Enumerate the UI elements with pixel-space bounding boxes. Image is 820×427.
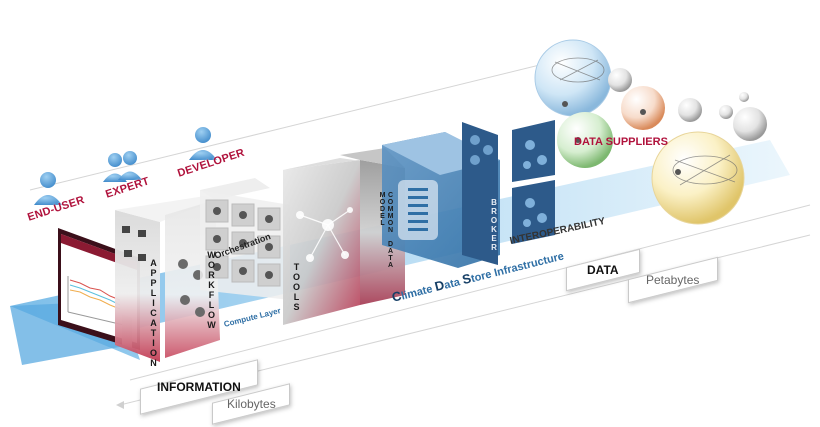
application-box: [115, 196, 215, 362]
developer-icon: [189, 127, 217, 160]
information-tag-text: INFORMATION: [157, 380, 241, 395]
common-data-model-label-text: COMMON DATA MODEL: [379, 192, 394, 269]
broker-label: BROKER: [488, 198, 499, 252]
end-user-icon: [34, 172, 62, 205]
data-suppliers-label: DATA SUPPLIERS: [574, 136, 668, 148]
broker-pillar: [462, 122, 498, 265]
broker-adapter-tiles: [512, 120, 555, 244]
broker-label-text: BROKER: [489, 198, 499, 252]
petabytes-tag-text: Petabytes: [646, 273, 700, 287]
tools-label-text: TOOLS: [291, 262, 302, 312]
tools-label: TOOLS: [291, 262, 302, 312]
orchestration-grid: [200, 190, 290, 300]
common-data-model-label: COMMON DATA MODEL: [378, 192, 394, 292]
workflow-label-text: WORKFLOW: [206, 250, 217, 330]
application-label: APPLICATION: [148, 258, 159, 368]
data-tag-text: DATA: [587, 263, 619, 278]
application-label-text: APPLICATION: [148, 258, 159, 368]
workflow-label: WORKFLOW: [206, 250, 217, 330]
tools-box: [283, 158, 375, 325]
kilobytes-tag-text: Kilobytes: [226, 397, 276, 412]
application-chart-thumbnail: [67, 276, 129, 327]
expert-icon: [103, 151, 142, 182]
data-supplier-bubbles: [534, 39, 767, 225]
